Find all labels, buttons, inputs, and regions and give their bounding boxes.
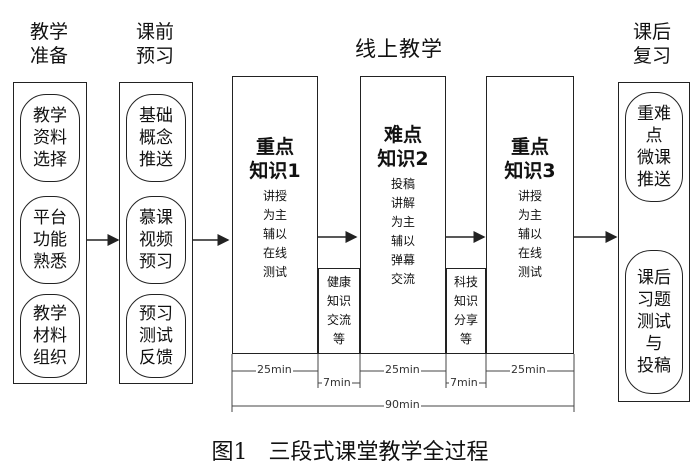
block-2-subtitle: 投稿 讲解 为主 辅以 弹幕 交流 xyxy=(390,177,415,286)
block-1-subtitle: 讲授 为主 辅以 在线 测试 xyxy=(262,189,287,279)
key-knowledge-block-3: 重点 知识3 讲授 为主 辅以 在线 测试 xyxy=(486,76,574,354)
block-1-title: 重点 知识1 xyxy=(249,136,301,182)
preview-item-mooc-video: 慕课 视频 预习 xyxy=(126,196,186,284)
prep-item-materials-organize: 教学 材料 组织 xyxy=(20,294,80,378)
break-science-sharing: 科技 知识 分享 等 xyxy=(446,268,486,354)
duration-block-1: 25min xyxy=(256,363,293,376)
duration-gap-1: 7min xyxy=(322,376,352,389)
block-2-title: 难点 知识2 xyxy=(377,124,429,170)
review-item-exercises: 课后 习题 测试 与 投稿 xyxy=(625,250,683,394)
preview-column-title: 课前 预习 xyxy=(135,21,174,67)
preview-item-test-feedback: 预习 测试 反馈 xyxy=(126,294,186,378)
preview-item-concepts: 基础 概念 推送 xyxy=(126,94,186,182)
duration-gap-2: 7min xyxy=(449,376,479,389)
difficult-knowledge-block-2: 难点 知识2 投稿 讲解 为主 辅以 弹幕 交流 xyxy=(360,76,446,354)
review-item-microlecture: 重难 点 微课 推送 xyxy=(625,92,683,202)
key-knowledge-block-1: 重点 知识1 讲授 为主 辅以 在线 测试 xyxy=(232,76,318,354)
review-column-title: 课后 复习 xyxy=(632,21,671,67)
prep-item-platform-familiarize: 平台 功能 熟悉 xyxy=(20,196,80,284)
block-3-title: 重点 知识3 xyxy=(504,136,556,182)
break-health-exchange: 健康 知识 交流 等 xyxy=(318,268,360,354)
duration-block-3: 25min xyxy=(510,363,547,376)
duration-total: 90min xyxy=(384,398,421,411)
duration-block-2: 25min xyxy=(384,363,421,376)
figure-caption: 图1 三段式课堂教学全过程 xyxy=(211,440,489,465)
prep-item-materials-selection: 教学 资料 选择 xyxy=(20,94,80,182)
block-3-subtitle: 讲授 为主 辅以 在线 测试 xyxy=(517,189,542,279)
online-teaching-title: 线上教学 xyxy=(355,37,443,61)
prep-column-title: 教学 准备 xyxy=(29,21,68,67)
